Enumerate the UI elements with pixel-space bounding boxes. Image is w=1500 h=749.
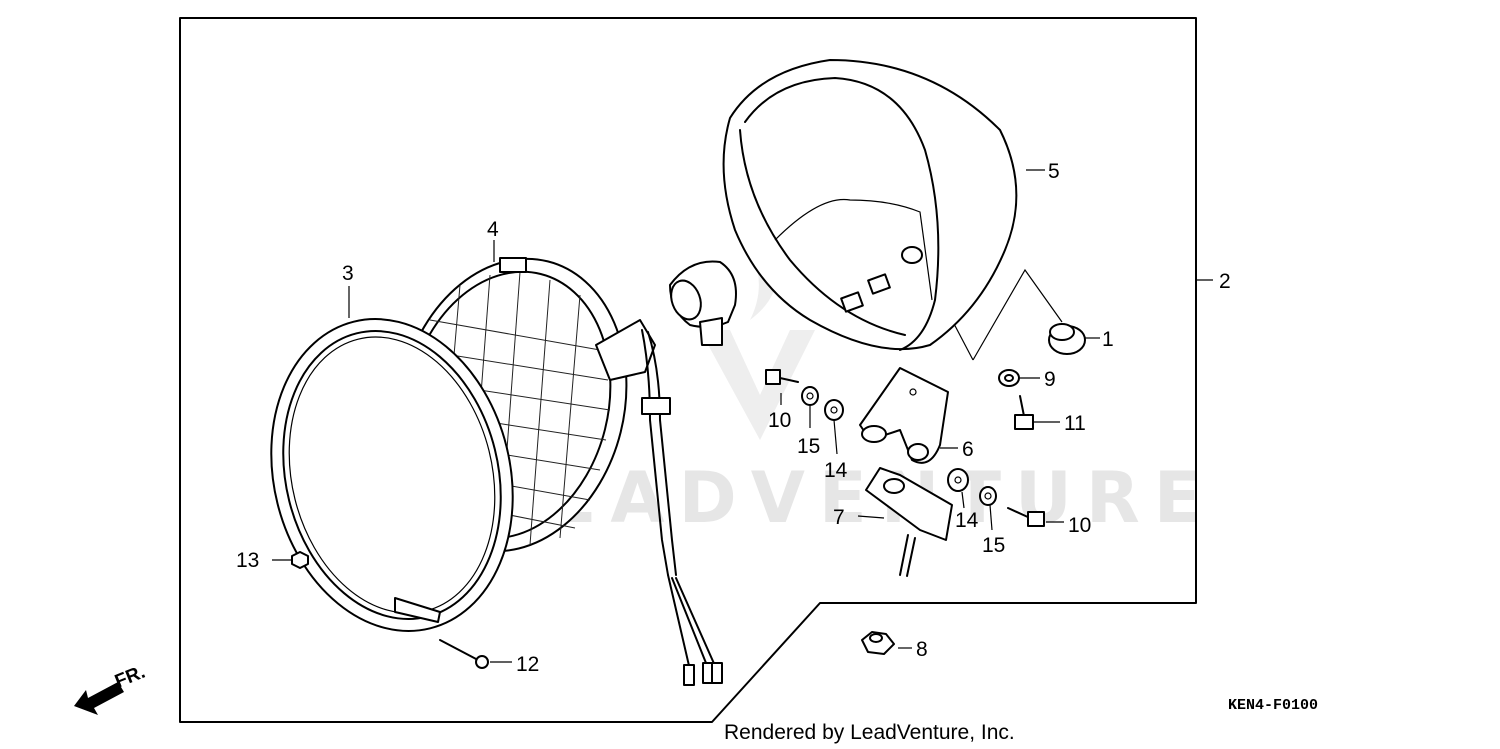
front-direction-arrow: FR. [74, 662, 148, 715]
bolt-10-lower [1007, 507, 1045, 527]
upper-bracket [859, 367, 949, 464]
headlight-rim [270, 318, 514, 632]
callout-1: 1 [1102, 328, 1114, 351]
washer-9 [998, 369, 1020, 387]
callout-3: 3 [342, 262, 354, 285]
callout-5: 5 [1048, 160, 1060, 183]
washer-15-lower [979, 486, 997, 506]
washer-14-upper [824, 399, 844, 421]
callout-10-upper: 10 [768, 409, 791, 432]
callout-13: 13 [236, 549, 259, 572]
rim-nut [291, 551, 309, 569]
callout-8: 8 [916, 638, 928, 661]
washer-15-upper [801, 386, 819, 406]
callout-10-lower: 10 [1068, 514, 1091, 537]
headlight-case [722, 59, 1018, 351]
headlight-wiring [641, 329, 723, 686]
callout-15-upper: 15 [797, 435, 820, 458]
grommet [1048, 323, 1086, 355]
callout-9: 9 [1044, 368, 1056, 391]
lower-bracket [865, 467, 953, 577]
assembly-boundary [179, 17, 1197, 723]
washer-14-lower [947, 468, 969, 492]
watermark: LEADVENTURE [490, 240, 1216, 539]
callout-14-lower: 14 [955, 509, 979, 532]
callout-14-upper: 14 [824, 459, 848, 482]
bolt-10-upper [765, 369, 799, 385]
callout-11: 11 [1064, 412, 1086, 435]
callout-2: 2 [1219, 270, 1231, 293]
nut-8 [861, 631, 895, 655]
callout-12: 12 [516, 653, 539, 676]
rim-screw [439, 639, 489, 669]
callout-4: 4 [487, 218, 499, 241]
leader-lines [272, 169, 1213, 663]
callout-7: 7 [833, 506, 845, 529]
callout-labels: 1 2 3 4 5 6 7 8 9 10 10 11 12 13 14 14 1… [236, 160, 1231, 676]
diagram-code: KEN4-F0100 [1228, 697, 1318, 714]
bolt-11 [1014, 395, 1034, 430]
watermark-text: LEADVENTURE [490, 457, 1216, 539]
callout-6: 6 [962, 438, 974, 461]
bulb-socket [669, 260, 737, 346]
callout-15-lower: 15 [982, 534, 1005, 557]
footer-credit: Rendered by LeadVenture, Inc. [724, 721, 1015, 744]
front-direction-label: FR. [112, 662, 148, 693]
